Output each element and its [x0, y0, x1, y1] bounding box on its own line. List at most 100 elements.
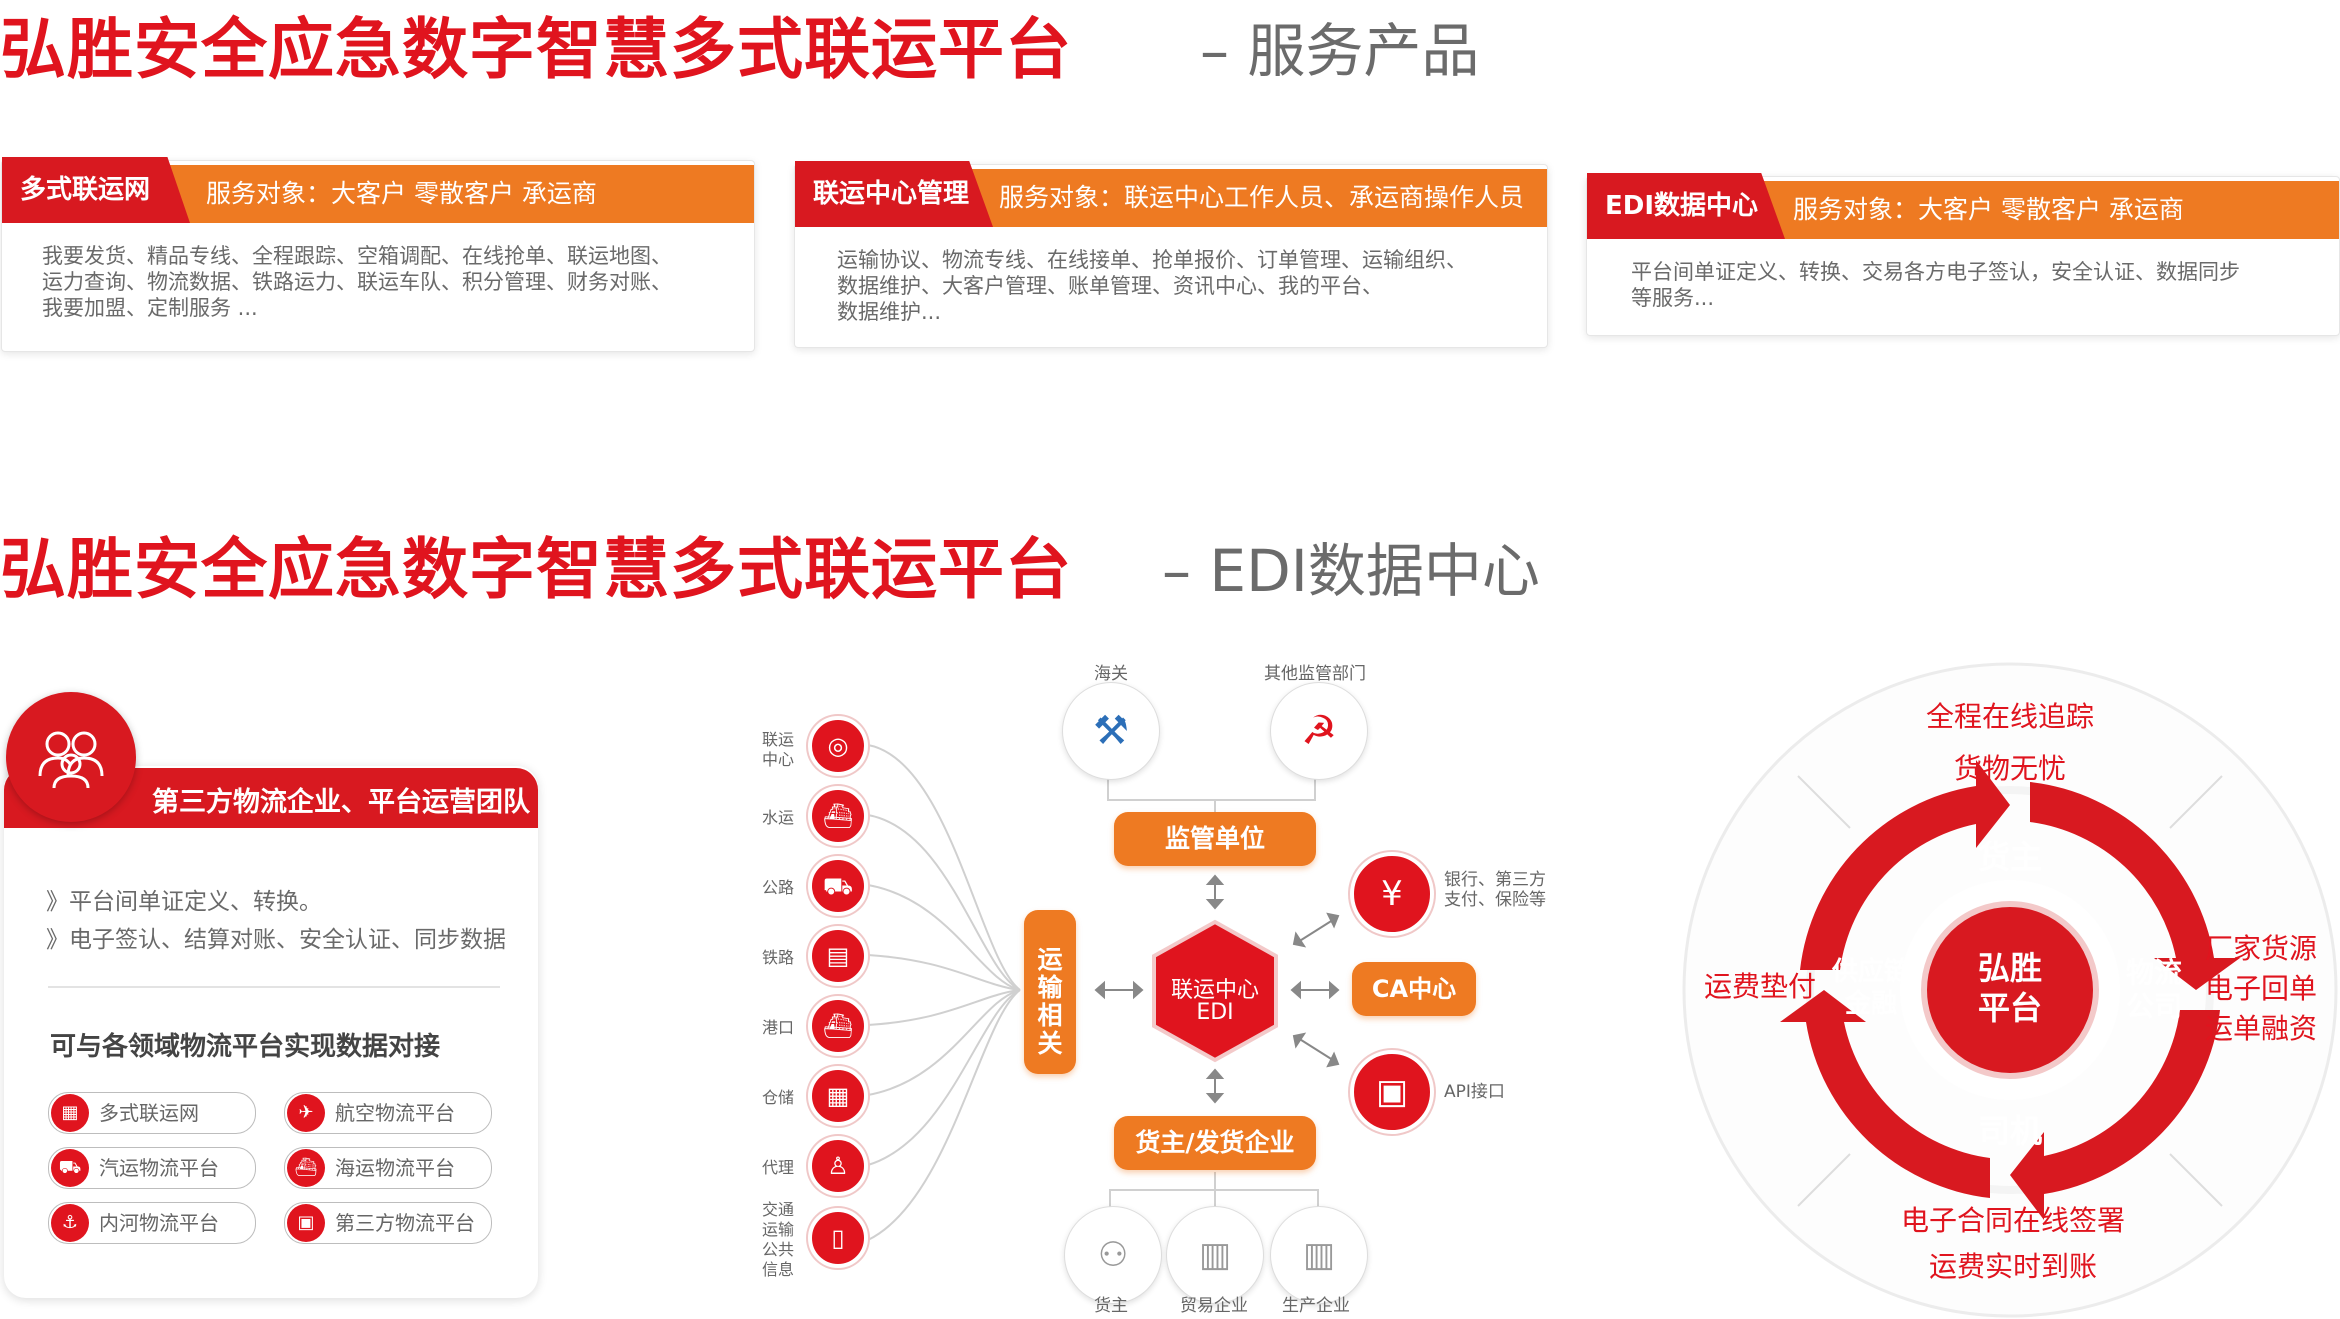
edi-hexagon[interactable] — [1148, 918, 1282, 1064]
panel-header-text: 第三方物流企业、平台运营团队 — [152, 787, 530, 818]
left-item-label: 港口 — [761, 1018, 794, 1037]
cycle-label-logistics-line: 公司 — [2125, 990, 2182, 1023]
card-body-line: 我要加盟、定制服务 ... — [42, 296, 258, 320]
cycle-center-line: 平台 — [1977, 989, 2042, 1027]
card-body: 运输协议、物流专线、在线接单、抢单报价、订单管理、运输组织、 数据维护、大客户管… — [837, 247, 1517, 325]
card-body-line: 平台间单证定义、转换、交易各方电子签认，安全认证、数据同步 — [1631, 260, 2240, 284]
card-body-line: 数据维护... — [837, 300, 942, 324]
shipper-pill[interactable]: 货主/发货企业 — [1114, 1116, 1316, 1170]
panel-subheading: 可与各领域物流平台实现数据对接 — [50, 1032, 441, 1062]
grid-icon: ▦ — [51, 1094, 89, 1132]
card-body-line: 数据维护、大客户管理、账单管理、资讯中心、我的平台、 — [837, 274, 1383, 298]
boat-icon: ⚓ — [51, 1204, 89, 1242]
cycle-right-text: 运单融资 — [2204, 1012, 2317, 1045]
left-item-label-center: 联运中心 — [761, 730, 794, 769]
left-item-label: 铁路 — [761, 948, 794, 967]
cycle-right-text: 厂家货源 — [2204, 932, 2317, 965]
product-card-multimodal[interactable]: 多式联运网 服务对象：大客户 零散客户 承运商 我要发货、精品专线、全程跟踪、空… — [1, 157, 755, 352]
card-tag: EDI数据中心 — [1587, 173, 1785, 239]
platform-pill-road[interactable]: ⛟汽运物流平台 — [48, 1147, 256, 1189]
card-body-line: 等服务... — [1631, 286, 1715, 310]
edi-center-label: 联运中心 — [1170, 978, 1259, 1003]
cycle-label-logistics: 物流 公司 — [2114, 956, 2194, 1024]
left-item-label: 公路 — [761, 878, 794, 897]
chip-icon[interactable]: ▣ — [1350, 1050, 1434, 1134]
pill-label: 第三方物流平台 — [335, 1211, 475, 1235]
pill-label: 汽运物流平台 — [99, 1156, 219, 1180]
truck-icon[interactable]: ⛟ — [808, 856, 868, 916]
other-regulator-label: 其他监管部门 — [1264, 664, 1366, 684]
platform-pill-sea[interactable]: ⛴海运物流平台 — [284, 1147, 492, 1189]
cycle-bottom-text: 电子合同在线签署 — [1900, 1204, 2125, 1237]
factory-icon[interactable]: ▥ — [1166, 1206, 1264, 1304]
edi-center-sublabel: EDI — [1196, 1000, 1234, 1025]
card-tag: 多式联运网 — [2, 157, 190, 223]
bank-label: 支付、保险等 — [1444, 890, 1546, 910]
card-service-text: 服务对象：大客户 零散客户 承运商 — [206, 179, 597, 208]
card-body-line: 运力查询、物流数据、铁路运力、联运车队、积分管理、财务对账、 — [42, 270, 672, 294]
port-icon[interactable]: ⛴ — [808, 996, 868, 1056]
card-body-line: 运输协议、物流专线、在线接单、抢单报价、订单管理、运输组织、 — [837, 248, 1467, 272]
people-badge — [6, 692, 136, 822]
api-label: API接口 — [1444, 1082, 1505, 1102]
cycle-label-driver: 司机 — [1977, 1112, 2042, 1150]
cycle-center-line: 弘胜 — [1977, 949, 2042, 987]
cycle-label-logistics-line: 物流 — [2125, 956, 2182, 989]
train-icon[interactable]: ▤ — [808, 926, 868, 986]
section2-subtitle: – EDI数据中心 — [1162, 537, 1540, 605]
people-icon — [38, 731, 104, 789]
building-icon: ▣ — [287, 1204, 325, 1242]
platform-pill-river[interactable]: ⚓ 内河物流平台 — [48, 1202, 256, 1244]
section2-title: 弘胜安全应急数字智慧多式联运平台 — [0, 531, 1072, 608]
cycle-diagram — [1682, 662, 2338, 1318]
cycle-label-finance: 供应链 金融 — [1828, 956, 1914, 1020]
left-item-label: 仓储 — [761, 1088, 794, 1107]
bottom-item-label: 生产企业 — [1282, 1296, 1350, 1316]
cycle-center-label: 弘胜 平台 — [1960, 948, 2060, 1028]
supervision-unit-pill[interactable]: 监管单位 — [1114, 812, 1316, 866]
plane-icon: ✈ — [287, 1094, 325, 1132]
warehouse-icon[interactable]: ▦ — [808, 1066, 868, 1126]
product-card-edi[interactable]: EDI数据中心 服务对象：大客户 零散客户 承运商 平台间单证定义、转换、交易各… — [1586, 173, 2340, 336]
platform-pill-thirdparty[interactable]: ▣ 第三方物流平台 — [284, 1202, 492, 1244]
document-icon[interactable]: ▯ — [808, 1208, 868, 1268]
left-item-label: 水运 — [761, 808, 794, 827]
ship-icon: ⛴ — [287, 1149, 325, 1187]
bottom-item-label: 贸易企业 — [1180, 1296, 1248, 1316]
bank-label: 银行、第三方 — [1444, 870, 1546, 890]
panel-divider — [48, 986, 500, 988]
pill-label: 内河物流平台 — [99, 1211, 219, 1235]
money-bag-icon[interactable]: ¥ — [1350, 852, 1434, 936]
customs-icon[interactable]: ⚒ — [1062, 682, 1160, 780]
card-body: 平台间单证定义、转换、交易各方电子签认，安全认证、数据同步 等服务... — [1631, 259, 2309, 311]
ship-icon[interactable]: ⛴ — [808, 786, 868, 846]
platform-pill-air[interactable]: ✈ 航空物流平台 — [284, 1092, 492, 1134]
pill-label: 航空物流平台 — [335, 1101, 455, 1125]
product-card-center-management[interactable]: 联运中心管理 服务对象：联运中心工作人员、承运商操作人员 运输协议、物流专线、在… — [794, 161, 1548, 348]
cycle-label-finance-line: 供应链 — [1831, 957, 1910, 987]
cycle-top-text: 全程在线追踪 — [1925, 700, 2094, 733]
people-icon[interactable]: ⚇ — [1064, 1206, 1162, 1304]
cycle-left-text: 运费垫付 — [1703, 970, 1816, 1003]
panel-bullet: 》平台间单证定义、转换。 — [46, 889, 322, 915]
cycle-top-text: 货物无忧 — [1953, 752, 2066, 785]
card-body-line: 我要发货、精品专线、全程跟踪、空箱调配、在线抢单、联运地图、 — [42, 244, 672, 268]
card-tag: 联运中心管理 — [795, 161, 993, 227]
card-body: 我要发货、精品专线、全程跟踪、空箱调配、在线抢单、联运地图、 运力查询、物流数据… — [42, 243, 724, 321]
customs-label: 海关 — [1094, 664, 1128, 684]
cycle-label-finance-line: 金融 — [1844, 989, 1897, 1019]
bottom-item-label: 货主 — [1094, 1296, 1128, 1316]
panel-bullet: 》电子签认、结算对账、安全认证、同步数据 — [46, 927, 506, 953]
agent-icon[interactable]: ♙ — [808, 1136, 868, 1196]
factory-icon[interactable]: ▥ — [1270, 1206, 1368, 1304]
target-icon[interactable]: ◎ — [808, 716, 868, 776]
section1-subtitle: – 服务产品 — [1200, 17, 1480, 85]
card-service-text: 服务对象：联运中心工作人员、承运商操作人员 — [999, 183, 1525, 212]
transport-related-label[interactable]: 运输相关 — [1024, 910, 1076, 1074]
emblem-icon[interactable]: ☭ — [1270, 682, 1368, 780]
ca-center-pill[interactable]: CA中心 — [1352, 962, 1476, 1016]
cycle-right-text: 电子回单 — [2204, 972, 2317, 1005]
platform-pill-multimodal[interactable]: ▦多式联运网 — [48, 1092, 256, 1134]
cycle-bottom-text: 运费实时到账 — [1928, 1250, 2097, 1283]
